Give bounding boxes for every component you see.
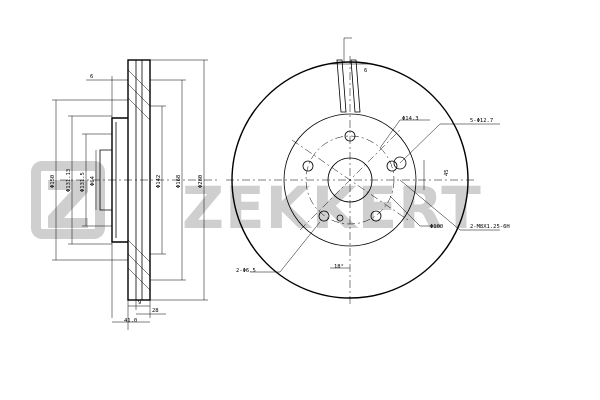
dim-45: 45 [444,169,450,176]
dim-phi-mid: Φ142 [156,175,162,188]
dim-phi-inner: Φ168 [176,175,182,188]
label-5-holes: 5-Φ12.7 [470,118,493,124]
dim-bottom-28: 28 [152,308,159,314]
dim-bottom-41: 41.0 [124,318,137,324]
side-section-view: 6 Φ150 Φ131.13 Φ131.5 Φ64 Φ142 Φ168 Φ280… [50,59,220,330]
logo-wordmark: ZEKKERT [182,174,482,242]
dim-top-6: 6 [90,74,93,80]
dim-bottom-9: 9 [138,300,141,306]
bolt-hole-5 [302,160,314,172]
dim-phi-hub-a: Φ131.13 [66,169,72,192]
dim-phi-outer-left: Φ150 [50,175,56,188]
brand-logo: ZEKKERT [31,161,482,242]
bolt-hole-3 [370,210,382,222]
vent-slot-1 [336,59,347,113]
bolt-hole-2 [386,160,398,172]
logo-z-mark [48,180,88,228]
locator-hole [336,214,344,222]
dim-phi-bore: Φ64 [90,175,96,186]
dim-slot-6: 6 [364,68,367,74]
dim-angle: 18° [334,264,344,270]
dim-phi-outer: Φ280 [198,175,204,188]
disc-inner-circle [283,113,417,247]
bolt-hole-4 [318,210,330,222]
dim-phi-hub-b: Φ131.5 [80,172,86,192]
threaded-hole-1 [393,156,407,170]
dim-slot-14: Φ14.3 [402,116,419,122]
label-2-phi: 2-Φ6.5 [236,268,256,274]
front-view: 6 Φ14.3 5-Φ12.7 45 Φ100 2-M8X1.25-6H 2-Φ… [226,37,510,304]
bolt-hole-1 [344,130,356,142]
label-m8: 2-M8X1.25-6H [470,224,510,230]
dim-100: Φ100 [430,224,443,230]
vent-slot-2 [350,59,361,113]
